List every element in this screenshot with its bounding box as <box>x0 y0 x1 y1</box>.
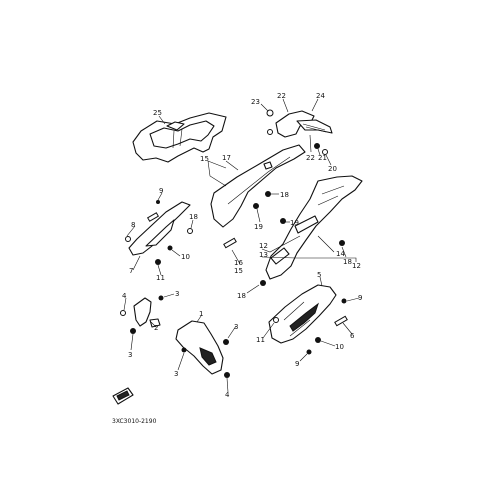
callout-5: 5 <box>317 271 321 279</box>
screw-9-left <box>156 200 160 204</box>
callout-labels: 25 23 22 24 22 21 20 15 17 18 19 19 18 1… <box>122 92 362 399</box>
callout-11-left: 11 <box>156 274 165 282</box>
part-7-left-bracket[interactable] <box>128 201 191 256</box>
callout-12-left: 12 <box>259 242 268 250</box>
callout-2: 2 <box>154 324 158 332</box>
callout-15-lower: 15 <box>234 267 243 275</box>
clip-6 <box>334 315 348 327</box>
bolt-18-mid <box>187 228 193 234</box>
callout-18-lower: 18 <box>237 292 246 300</box>
screw-8 <box>125 236 131 242</box>
clip-8 <box>146 212 160 222</box>
nut-3-b <box>130 328 136 334</box>
part-1-side-cover-left[interactable] <box>175 320 224 375</box>
bolt-18-lower <box>260 280 266 286</box>
callout-9-left: 9 <box>159 187 163 195</box>
callout-20: 22 <box>277 92 286 100</box>
callout-6: 6 <box>350 332 355 340</box>
part-2-clip-bracket[interactable] <box>133 297 161 328</box>
nut-23 <box>314 143 320 149</box>
callout-3-left: 3 <box>128 351 132 359</box>
fasteners <box>120 109 348 378</box>
screw-9-lower <box>306 349 312 355</box>
callout-7: 7 <box>129 267 133 275</box>
callout-9-lower: 9 <box>295 360 299 368</box>
part-5-lower-cover-right[interactable] <box>268 284 337 344</box>
nut-22-top <box>266 109 274 117</box>
part-12-side-cover-right[interactable] <box>265 175 363 280</box>
callout-4-left: 4 <box>122 292 127 300</box>
callout-10-right: 10 <box>335 343 344 351</box>
screw-3-a <box>158 295 164 301</box>
nut-10-left <box>167 245 173 251</box>
grommet-19-right <box>280 218 286 224</box>
callout-25: 25 <box>153 109 162 117</box>
callout-18-upper: 18 <box>280 191 289 199</box>
callout-18-right: 18 <box>343 258 352 266</box>
screw-9-right <box>341 298 347 304</box>
clip-16 <box>223 237 237 249</box>
screw-3-c <box>223 339 229 345</box>
callout-21: 22 <box>306 154 315 162</box>
diagram-code: 3XC3010-2190 <box>112 418 157 425</box>
callout-12-right: 12 <box>352 262 361 270</box>
part-25-seat-tray[interactable] <box>132 112 227 163</box>
bolt-18-upper <box>265 191 271 197</box>
callout-16: 16 <box>234 259 243 267</box>
callout-19-right: 19 <box>290 219 299 227</box>
nut-10-right <box>315 337 321 343</box>
callout-4-bottom: 4 <box>225 391 230 399</box>
grommet-19-left <box>253 203 259 209</box>
front-arrow-badge <box>112 387 134 405</box>
leader-lines <box>123 98 360 393</box>
callout-23: 21 <box>318 154 327 162</box>
screw-4-a <box>120 310 126 316</box>
callout-14: 14 <box>336 250 345 258</box>
part-20-rear-bracket[interactable] <box>275 110 333 138</box>
callout-3-bottom: 3 <box>174 370 178 378</box>
washer-upper <box>267 129 273 135</box>
washer-22 <box>322 149 328 155</box>
callout-13: 13 <box>259 251 268 259</box>
callout-17: 17 <box>222 154 231 162</box>
callout-19-left: 19 <box>254 223 263 231</box>
callout-11-right: 11 <box>256 336 265 344</box>
callout-18-mid: 18 <box>189 213 198 221</box>
callout-3-top: 3 <box>175 290 179 298</box>
callout-22-right: 20 <box>328 165 337 173</box>
callout-8: 8 <box>131 221 135 229</box>
callout-15-top: 15 <box>200 155 209 163</box>
screw-3-d <box>181 347 187 353</box>
bolt-18-right <box>339 240 345 246</box>
nut-11-left <box>155 259 161 265</box>
callout-1: 1 <box>199 310 203 318</box>
part-17-side-rail[interactable] <box>210 144 306 228</box>
screw-11-right <box>273 317 279 323</box>
callout-22-top: 23 <box>251 98 260 106</box>
callout-10-left: 10 <box>181 253 190 261</box>
callout-9-right: 9 <box>358 294 362 302</box>
callout-3-right: 3 <box>234 323 238 331</box>
callout-24: 24 <box>316 92 325 100</box>
screw-4-b <box>224 372 230 378</box>
